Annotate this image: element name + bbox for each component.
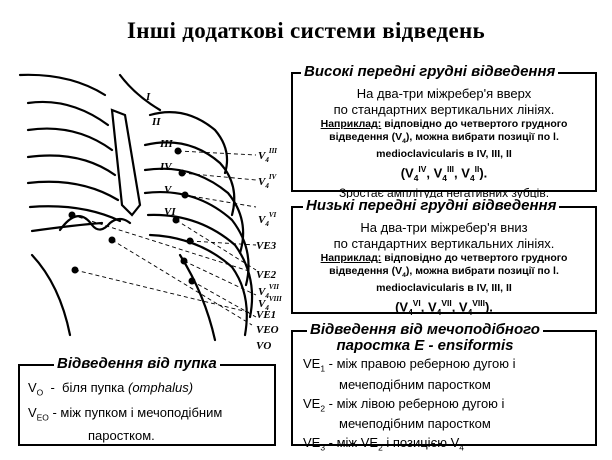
- high-leads-note: Зростає амплітуда негативних зубців.: [338, 186, 550, 201]
- rib: [26, 127, 114, 152]
- low-leads-title: Низькі передні грудні відведення: [303, 198, 560, 214]
- low-leads-example: Наприклад: відповідно до четвертого груд…: [320, 252, 568, 295]
- lead-line: [191, 280, 257, 318]
- lead-label-v4-vi: V4VI: [258, 211, 277, 228]
- lead-line: [74, 269, 253, 314]
- rib-label: V: [164, 184, 173, 196]
- rib-label: IV: [159, 161, 173, 173]
- high-leads-line2: по стандартних вертикальних лініях.: [333, 102, 555, 117]
- rib: [26, 100, 110, 127]
- costal-arch: [58, 215, 132, 232]
- slide-title: Інші додаткові системи відведень: [127, 18, 485, 43]
- low-leads-formula: (V4VI, V4VII, V4VIII).: [395, 298, 493, 318]
- lead-label-v4-viii: V4VIII: [258, 295, 282, 312]
- lead-label-ve3: VE3: [256, 240, 277, 252]
- navel-leads-title: Відведення від пупка: [54, 356, 220, 372]
- lead-line: [71, 214, 253, 273]
- shoulder-contour: [18, 73, 107, 97]
- navel-leads-box: Відведення від пупка VO - біля пупка (om…: [18, 356, 276, 446]
- rib: [26, 180, 120, 202]
- low-leads-box: Низькі передні грудні відведення На два-…: [291, 198, 597, 317]
- lead-line: [181, 172, 257, 181]
- navel-row-veo-cont: паростком.: [88, 428, 155, 444]
- lead-line: [189, 240, 257, 246]
- xiphoid-row-ve1: VE1 - між правою реберною дугою і: [303, 356, 516, 374]
- chest-diagram: I II III IV V VI V4III V4IV V4VI VE3 VE2…: [18, 73, 282, 352]
- sternum: [110, 108, 142, 217]
- lead-label-ve1: VE1: [256, 309, 276, 321]
- lead-label-v4-iv: V4IV: [258, 173, 278, 190]
- high-leads-line1: На два-три міжребер'я вверх: [356, 86, 532, 101]
- lead-label-ve2: VE2: [256, 269, 277, 281]
- lead-label-v4-iii: V4III: [258, 147, 277, 164]
- lead-line: [183, 260, 257, 296]
- xiphoid-row-ve2-cont: мечеподібним паростком: [339, 416, 491, 432]
- navel-row-vo: VO - біля пупка (omphalus): [28, 380, 194, 398]
- right-costal-margin: [30, 253, 72, 337]
- high-leads-title: Високі передні грудні відведення: [301, 64, 559, 80]
- low-leads-line2: по стандартних вертикальних лініях.: [333, 236, 555, 251]
- xiphoid-row-ve2: VE2 - між лівою реберною дугою і: [303, 395, 505, 414]
- rib: [148, 111, 229, 175]
- rib-label: II: [151, 116, 161, 128]
- xiphoid-row-ve3: VE3 - між VE2 і позицією V4: [303, 435, 464, 453]
- rib: [146, 213, 254, 319]
- rib: [26, 154, 117, 177]
- rib: [143, 167, 245, 255]
- low-leads-line1: На два-три міжребер'я вниз: [360, 220, 528, 235]
- high-leads-formula: (V4IV, V4III, V4II).: [400, 164, 488, 184]
- neck-contour: [118, 73, 162, 112]
- rib-label: I: [145, 91, 151, 103]
- lead-line: [177, 150, 257, 156]
- lead-line: [111, 239, 253, 326]
- lead-label-vo: VO: [256, 340, 271, 352]
- lead-line: [175, 219, 257, 271]
- xiphoid-leads-box: Відведення від мечоподібного паростка Е …: [291, 322, 597, 453]
- rib: [28, 205, 122, 223]
- rib: [148, 233, 248, 337]
- rib-label: III: [159, 138, 174, 150]
- lead-label-veo: VEO: [256, 324, 279, 336]
- rib: [30, 221, 104, 233]
- rib: [143, 191, 250, 287]
- high-leads-box: Високі передні грудні відведення На два-…: [291, 64, 597, 200]
- rib: [143, 141, 236, 217]
- xiphoid-leads-title: Відведення від мечоподібного паростка Е …: [307, 322, 543, 354]
- xiphoid-row-ve1-cont: мечеподібним паростком: [339, 376, 491, 392]
- lead-line: [184, 194, 257, 208]
- rib-label: VI: [164, 206, 176, 218]
- high-leads-example: Наприклад: відповідно до четвертого груд…: [320, 118, 568, 161]
- navel-row-veo: VEO - між пупком і мечоподібним: [28, 404, 223, 423]
- lead-label-v4-vii: V4VII: [258, 283, 279, 300]
